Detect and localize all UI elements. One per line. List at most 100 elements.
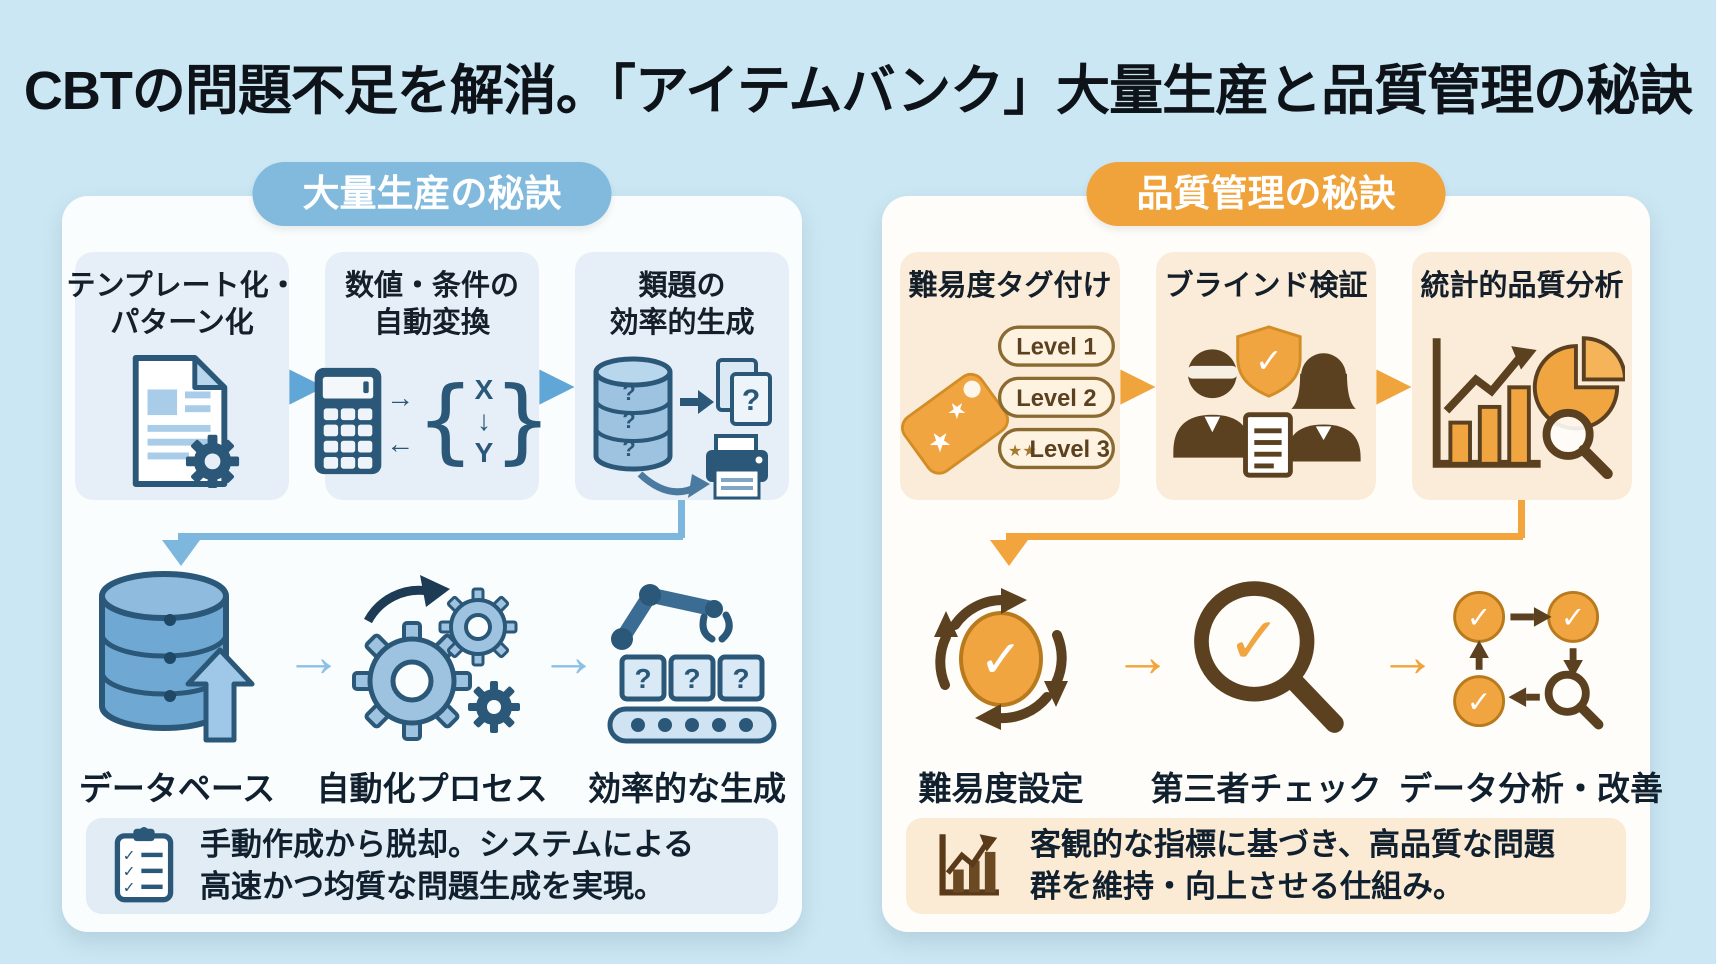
brace-close: }: [493, 366, 552, 474]
left-flow-row: データペース →: [62, 564, 802, 810]
xy-variables: X ↓ Y: [474, 374, 494, 468]
document-gear-icon: [132, 355, 240, 489]
svg-text:✓: ✓: [979, 631, 1023, 689]
svg-text:?: ?: [742, 384, 760, 417]
check-node: ✓: [1547, 590, 1600, 643]
svg-text:★★: ★★: [1008, 442, 1037, 460]
magnifier-icon: [1544, 670, 1604, 730]
svg-text:?: ?: [622, 436, 635, 461]
difficulty-tags-icon: ★ ★ Level 1 Level 2 ★★ Level 3: [901, 325, 1115, 475]
gear-icon: [185, 434, 240, 489]
arrow-right-icon: ▶: [1120, 357, 1156, 409]
flow-label: データ分析・改善: [1399, 770, 1663, 807]
step-auto-convert: 数値・条件の 自動変換: [314, 252, 552, 500]
step-difficulty-tagging: 難易度タグ付け ★ ★ Level 1: [900, 252, 1120, 500]
statistical-analysis-icon: [1432, 335, 1625, 479]
shield-check-icon: ✓: [1236, 324, 1302, 398]
cycle-arrows: [935, 594, 1067, 724]
magnifier-icon: [1542, 408, 1613, 479]
flow-label: 効率的な生成: [588, 770, 786, 807]
flow-arrow-icon: →: [539, 624, 598, 689]
right-steps-row: 難易度タグ付け ★ ★ Level 1: [882, 252, 1650, 500]
database-variants-icon: ? ? ? ?: [593, 356, 772, 500]
left-footer: ✓ ✓ ✓ 手動作成から脱却。システムによる 高速かつ均質な問題生成を実現。: [86, 818, 778, 914]
arrow-right-icon: ▶: [539, 357, 575, 409]
svg-text:?: ?: [622, 380, 635, 405]
cycle-arrows: [1475, 613, 1577, 701]
question-pages-icon: ?: [716, 358, 772, 427]
svg-text:?: ?: [732, 663, 749, 694]
svg-text:✓: ✓: [1467, 602, 1492, 635]
right-flow-row: ✓: [882, 564, 1663, 810]
step-title: 数値・条件の 自動変換: [344, 270, 519, 340]
connector-line: [678, 500, 685, 538]
step-title: ブラインド検証: [1164, 270, 1368, 302]
document-icon: [1243, 411, 1293, 478]
database-upload-icon: [99, 571, 255, 743]
flow-database: データペース: [70, 564, 285, 810]
flow-arrow-icon: →: [1113, 624, 1172, 689]
step-blind-verification: ブラインド検証: [1156, 252, 1376, 500]
connector-line: [1006, 533, 1523, 540]
flow-label: 難易度設定: [918, 770, 1084, 807]
svg-text:✓: ✓: [123, 880, 136, 897]
check-node: ✓: [1453, 675, 1506, 728]
connector-line: [1518, 500, 1525, 538]
svg-text:✓: ✓: [1561, 602, 1586, 635]
curved-arrow-icon: [637, 471, 700, 496]
right-footer-text: 客観的な指標に基づき、高品質な問題 群を維持・向上させる仕組み。: [1030, 827, 1555, 904]
conveyor-icon: [607, 706, 777, 744]
step-templating: テンプレート化・ パターン化: [66, 252, 298, 500]
step-statistical-analysis: 統計的品質分析: [1412, 252, 1632, 500]
blind-verification-icon: ✓: [1173, 324, 1361, 478]
left-steps-row: テンプレート化・ パターン化: [62, 252, 802, 500]
bar-chart-icon: [1432, 337, 1541, 468]
large-gear-icon: [352, 621, 472, 741]
step-title: 統計的品質分析: [1420, 270, 1624, 302]
pie-chart-icon: [1532, 335, 1625, 430]
svg-text:?: ?: [634, 663, 651, 694]
robot-conveyor-icon: ? ? ?: [607, 584, 777, 744]
calculator-transform-icon: → ← { X ↓ Y }: [312, 360, 552, 482]
svg-text:✓: ✓: [123, 848, 136, 865]
medium-gear-icon: [438, 587, 518, 667]
step-variant-generation: 類題の 効率的生成 ? ? ?: [575, 252, 789, 500]
step-title: テンプレート化・ パターン化: [66, 270, 298, 340]
flow-automation: 自動化プロセス: [317, 564, 548, 810]
svg-text:Level 1: Level 1: [1016, 334, 1096, 360]
bar-chart-icon: [939, 834, 999, 896]
check-node: ✓: [1453, 590, 1506, 643]
robot-arm-icon: [611, 584, 733, 650]
svg-text:✓: ✓: [1227, 605, 1281, 677]
arrow-right-icon: ▶: [1376, 357, 1412, 409]
page-title: CBTの問題不足を解消。「アイテムバンク」大量生産と品質管理の秘訣: [23, 61, 1693, 121]
cycle-check-icon: ✓: [934, 588, 1068, 730]
magnifier-check-icon: ✓: [1194, 581, 1344, 733]
right-panel-badge: 品質管理の秘訣: [1086, 162, 1446, 226]
flow-label: 自動化プロセス: [316, 770, 548, 807]
arrow-icon: [680, 390, 714, 415]
step-title: 難易度タグ付け: [908, 270, 1112, 302]
exchange-arrows-icon: → ←: [386, 382, 415, 460]
curved-arrow-icon: [364, 585, 429, 624]
database-icon: ? ? ?: [593, 356, 673, 472]
analysis-cycle-icon: ✓ ✓ ✓: [1453, 590, 1604, 730]
right-footer: 客観的な指標に基づき、高品質な問題 群を維持・向上させる仕組み。: [906, 818, 1626, 914]
calculator-icon: [314, 368, 382, 475]
flow-arrow-icon: →: [284, 624, 343, 689]
quality-control-panel: 品質管理の秘訣 難易度タグ付け ★ ★: [882, 162, 1663, 932]
left-panel-badge: 大量生産の秘訣: [252, 162, 612, 226]
svg-text:?: ?: [622, 408, 635, 433]
upload-arrow-icon: [185, 647, 255, 743]
svg-text:✓: ✓: [1467, 686, 1492, 719]
printer-icon: [706, 434, 768, 500]
tag-icon: ★ ★: [901, 372, 1010, 475]
flow-label: データペース: [78, 770, 276, 807]
question-boxes: ? ? ?: [619, 654, 765, 702]
checklist-icon: ✓ ✓ ✓: [114, 827, 174, 903]
blindfolded-person-icon: [1173, 348, 1252, 458]
flow-third-party-check: ✓ 第三者チェック: [1151, 564, 1382, 810]
small-gear-icon: [468, 681, 520, 733]
gears-icon: [352, 575, 520, 741]
